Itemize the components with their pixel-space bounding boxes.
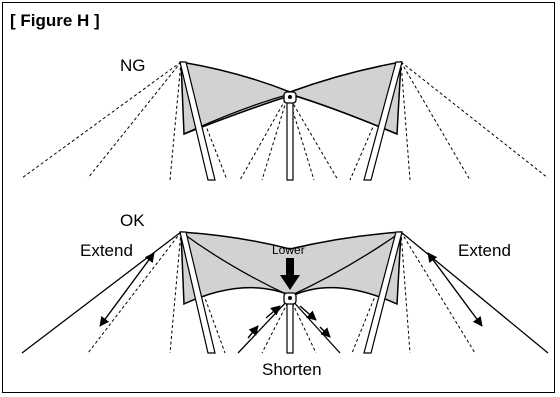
extend-right-label: Extend (458, 241, 511, 260)
ok-center-pole (286, 297, 294, 354)
ng-right-pole (363, 61, 403, 181)
extend-left-label: Extend (80, 241, 133, 260)
shorten-arrows (247, 305, 331, 339)
ng-label: NG (120, 56, 146, 75)
extend-left-arrow (99, 252, 155, 327)
figure-frame (2, 2, 555, 393)
ng-left-pole (179, 61, 216, 181)
lower-label: Lower (272, 243, 305, 257)
ng-center-pole (286, 94, 294, 181)
extend-right-arrow (427, 252, 483, 327)
figure-title: [ Figure H ] (10, 11, 100, 30)
ok-label: OK (120, 211, 145, 230)
ok-diagram: OK (21, 211, 549, 379)
ok-left-pole (179, 231, 216, 354)
ng-diagram: NG (21, 56, 549, 181)
shorten-label: Shorten (262, 360, 322, 379)
ng-guy-lines (21, 61, 549, 181)
ok-right-pole (363, 231, 403, 354)
lower-arrow-icon (280, 258, 300, 290)
